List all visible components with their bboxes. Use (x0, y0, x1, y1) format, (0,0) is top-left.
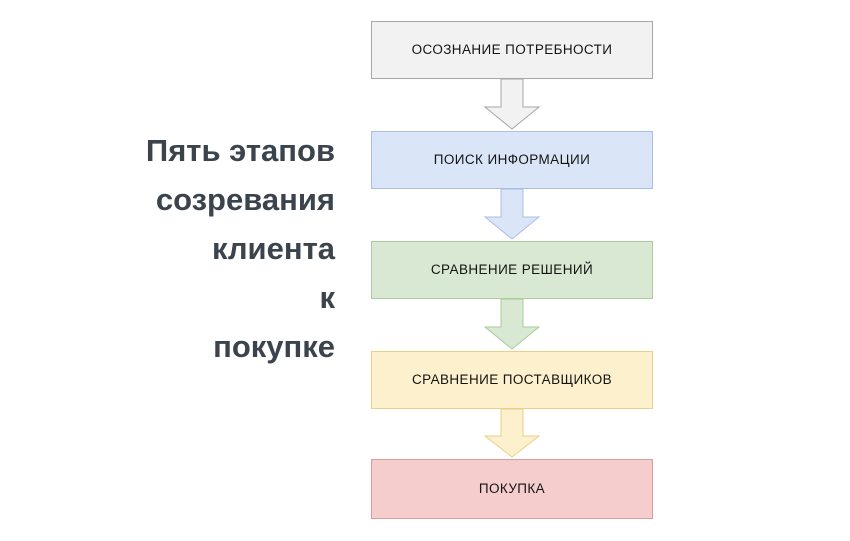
connector-4 (371, 409, 653, 459)
stage-box-solution-comparison[interactable]: СРАВНЕНИЕ РЕШЕНИЙ (371, 241, 653, 299)
connector-1 (371, 79, 653, 131)
down-arrow-icon (481, 299, 543, 351)
stage-label: ПОИСК ИНФОРМАЦИИ (433, 151, 591, 167)
stage-box-awareness[interactable]: ОСОЗНАНИЕ ПОТРЕБНОСТИ (371, 21, 653, 79)
stage-label: ПОКУПКА (478, 480, 546, 496)
stage-box-supplier-comparison[interactable]: СРАВНЕНИЕ ПОСТАВЩИКОВ (371, 351, 653, 409)
down-arrow-icon (481, 79, 543, 131)
diagram-title: Пять этапов созревания клиента к покупке (145, 133, 335, 364)
stage-box-purchase[interactable]: ПОКУПКА (371, 459, 653, 519)
stage-box-information-search[interactable]: ПОИСК ИНФОРМАЦИИ (371, 131, 653, 189)
process-flow: ОСОЗНАНИЕ ПОТРЕБНОСТИ ПОИСК ИНФОРМАЦИИ (371, 21, 653, 519)
stage-label: ОСОЗНАНИЕ ПОТРЕБНОСТИ (411, 41, 613, 57)
down-arrow-icon (481, 189, 543, 241)
connector-2 (371, 189, 653, 241)
down-arrow-icon (481, 409, 543, 459)
stage-label: СРАВНЕНИЕ ПОСТАВЩИКОВ (411, 371, 613, 387)
connector-3 (371, 299, 653, 351)
stage-label: СРАВНЕНИЕ РЕШЕНИЙ (430, 261, 594, 277)
